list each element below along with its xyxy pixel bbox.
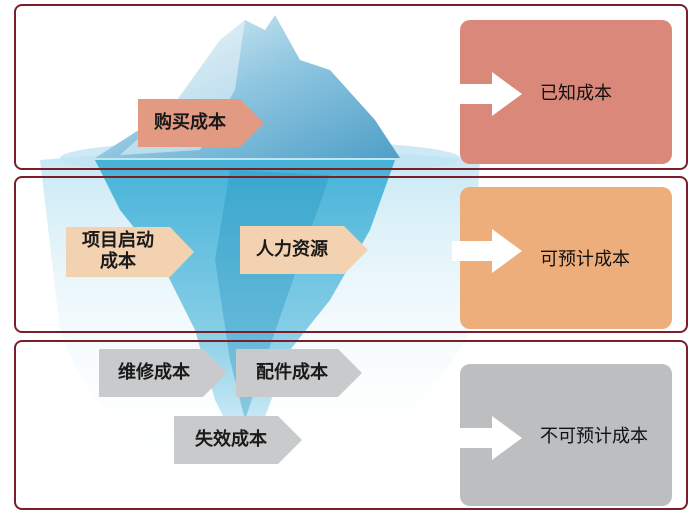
tag-shape <box>236 349 362 397</box>
panel-known <box>14 4 688 170</box>
panel-unpredictable <box>14 340 688 510</box>
tag-shape <box>240 226 368 274</box>
tag-shape <box>174 416 302 464</box>
unpredictable-cost-label: 不可预计成本 <box>540 426 648 447</box>
arrow-right-icon <box>452 229 522 273</box>
tag-maintenance-cost: 维修成本 <box>118 361 190 383</box>
tag-human-resources: 人力资源 <box>256 238 328 260</box>
tag-parts-cost: 配件成本 <box>256 361 328 383</box>
arrow-right-icon <box>452 72 522 116</box>
tag-shape <box>138 99 264 147</box>
predictable-cost-label: 可预计成本 <box>540 249 630 270</box>
tag-project-start-cost: 项目启动 成本 <box>66 227 170 277</box>
tag-shape <box>99 349 227 397</box>
arrow-right-icon <box>452 416 522 460</box>
tag-failure-cost: 失效成本 <box>195 428 267 450</box>
tag-project-start-line2: 成本 <box>100 251 136 272</box>
tag-purchase-cost: 购买成本 <box>154 111 226 133</box>
tag-shape <box>66 227 194 277</box>
known-cost-label: 已知成本 <box>540 83 612 104</box>
panel-predictable <box>14 176 688 333</box>
tag-project-start-line1: 项目启动 <box>82 230 154 252</box>
